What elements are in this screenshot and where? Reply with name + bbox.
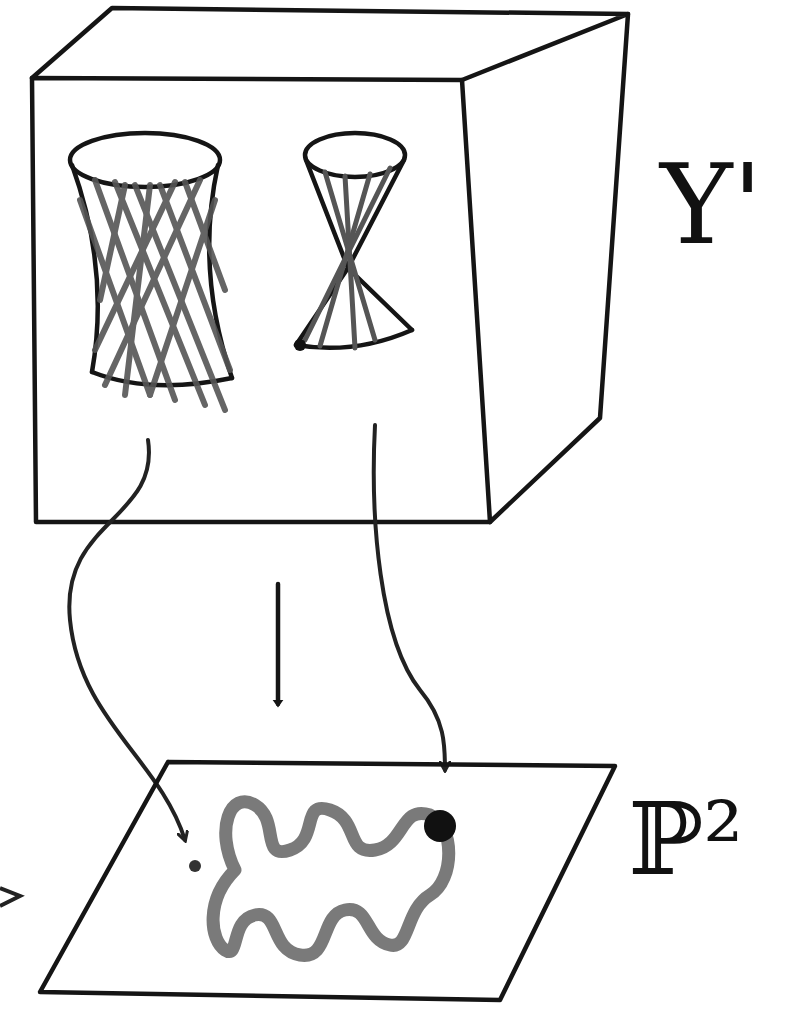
edge-arrowhead [0, 888, 20, 906]
curved-arrows [69, 425, 445, 840]
map-arrow [276, 584, 281, 704]
hyperboloid [70, 133, 232, 410]
plane-box: ℙ² [40, 762, 615, 1000]
cone [294, 133, 412, 351]
cube-outline [32, 8, 628, 522]
space-box: Y' [30, 8, 630, 522]
singular-point [424, 810, 456, 842]
point [189, 860, 201, 872]
space-label: Y' [660, 150, 763, 260]
plane-curve [213, 802, 449, 956]
plane-outline [40, 762, 615, 1000]
space-label: ℙ² [628, 790, 743, 890]
